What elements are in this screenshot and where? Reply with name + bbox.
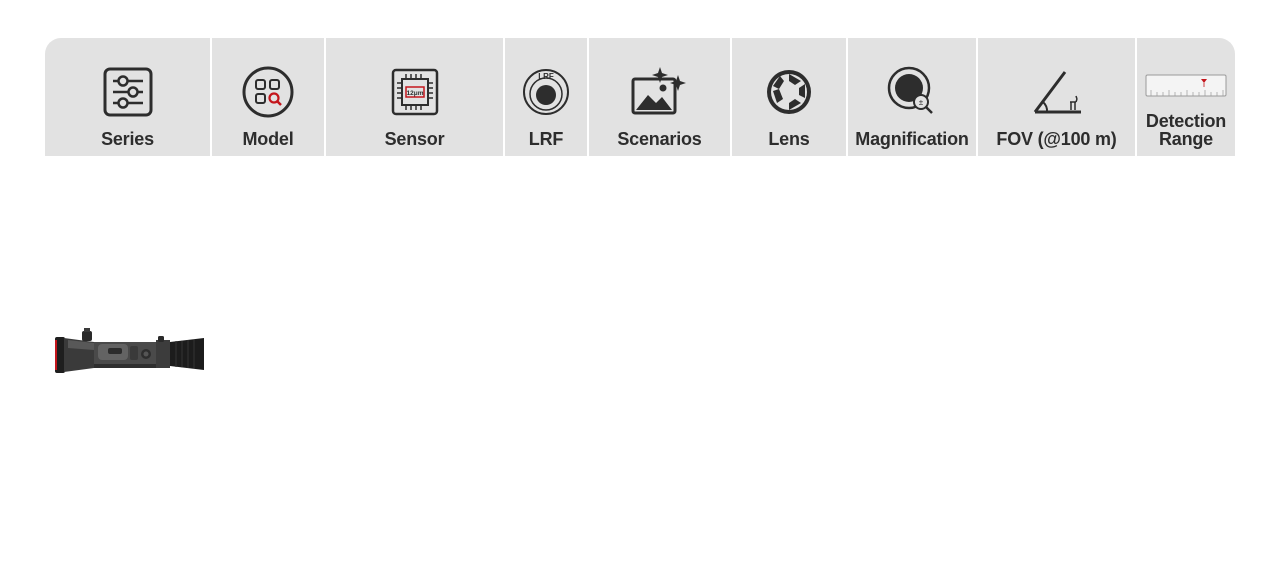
column-scenarios: Scenarios	[589, 38, 732, 156]
column-magnification: ± Magnification	[848, 38, 978, 156]
column-sensor: 12μm Sensor	[326, 38, 505, 156]
ruler-icon	[1145, 66, 1227, 106]
image-sparkle-icon	[630, 62, 690, 122]
svg-text:±: ±	[919, 98, 924, 107]
model-search-icon	[241, 62, 295, 122]
aperture-icon	[764, 62, 814, 122]
column-detection-range: Detection Range	[1137, 38, 1235, 156]
column-label: Series	[101, 129, 154, 149]
column-label: FOV (@100 m)	[996, 129, 1117, 149]
column-label: LRF	[528, 129, 564, 149]
column-fov: FOV (@100 m)	[978, 38, 1137, 156]
column-series: Series	[45, 38, 212, 156]
magnifier-icon: ±	[886, 62, 938, 122]
column-label: Model	[242, 129, 294, 149]
column-label: Magnification	[855, 129, 969, 149]
rangefinder-icon: LRF	[521, 62, 571, 122]
column-label: Lens	[768, 129, 810, 149]
lrf-label: LRF	[538, 72, 554, 81]
column-model: Model	[212, 38, 326, 156]
chip-label: 12μm	[406, 90, 423, 97]
thermal-riflescope-image	[54, 328, 206, 376]
column-label: Detection Range	[1145, 111, 1227, 149]
spec-table-header: Series Model	[45, 38, 1235, 156]
sliders-icon	[103, 62, 153, 122]
column-label: Sensor	[384, 129, 445, 149]
chip-icon: 12μm	[389, 62, 441, 122]
column-lrf: LRF LRF	[505, 38, 589, 156]
angle-icon	[1029, 62, 1085, 122]
column-label: Scenarios	[617, 129, 702, 149]
column-lens: Lens	[732, 38, 848, 156]
